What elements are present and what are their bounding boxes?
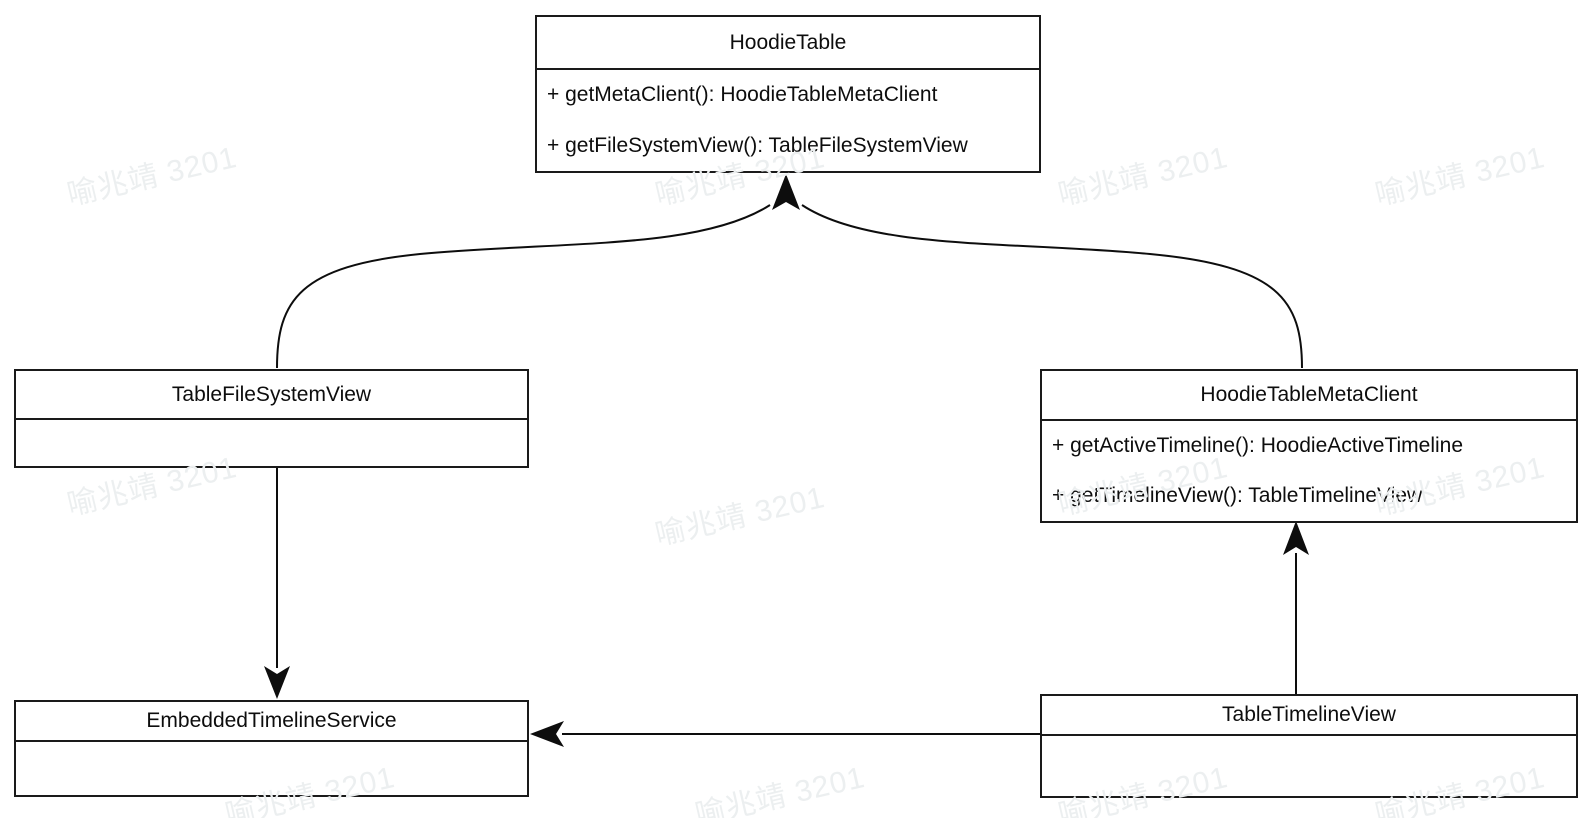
empty-compartment	[16, 420, 527, 466]
class-name-hoodie-table-meta-client: HoodieTableMetaClient	[1042, 371, 1576, 421]
class-box-embedded-timeline-service[interactable]: EmbeddedTimelineService	[14, 700, 529, 797]
class-name-embedded-timeline-service: EmbeddedTimelineService	[16, 702, 527, 742]
edge-tablefilesystemview-to-hoodietable	[276, 174, 800, 369]
class-member: + getTimelineView(): TableTimelineView	[1052, 484, 1423, 507]
class-members-hoodie-table: + getMetaClient(): HoodieTableMetaClient…	[537, 70, 1039, 171]
class-members-table-timeline-view	[1042, 736, 1576, 798]
class-name-table-file-system-view: TableFileSystemView	[16, 371, 527, 420]
edge-hoodietablemetaclient-to-hoodietable	[801, 204, 1303, 369]
empty-compartment	[16, 742, 527, 797]
class-members-hoodie-table-meta-client: + getActiveTimeline(): HoodieActiveTimel…	[1042, 421, 1576, 521]
class-box-hoodie-table[interactable]: HoodieTable + getMetaClient(): HoodieTab…	[535, 15, 1041, 173]
empty-compartment	[1042, 736, 1576, 798]
class-box-table-timeline-view[interactable]: TableTimelineView	[1040, 694, 1578, 798]
edge-tabletimelineview-to-hoodietablemetaclient	[1283, 521, 1309, 694]
class-member: + getMetaClient(): HoodieTableMetaClient	[547, 83, 938, 106]
class-box-table-file-system-view[interactable]: TableFileSystemView	[14, 369, 529, 468]
class-members-table-file-system-view	[16, 420, 527, 466]
class-name-table-timeline-view: TableTimelineView	[1042, 696, 1576, 736]
class-members-embedded-timeline-service	[16, 742, 527, 797]
edge-tablefilesystemview-to-embeddedtimelineservice	[264, 467, 290, 699]
class-box-hoodie-table-meta-client[interactable]: HoodieTableMetaClient + getActiveTimelin…	[1040, 369, 1578, 523]
class-name-hoodie-table: HoodieTable	[537, 17, 1039, 70]
class-member: + getFileSystemView(): TableFileSystemVi…	[547, 133, 968, 157]
class-member: + getActiveTimeline(): HoodieActiveTimel…	[1052, 434, 1464, 457]
